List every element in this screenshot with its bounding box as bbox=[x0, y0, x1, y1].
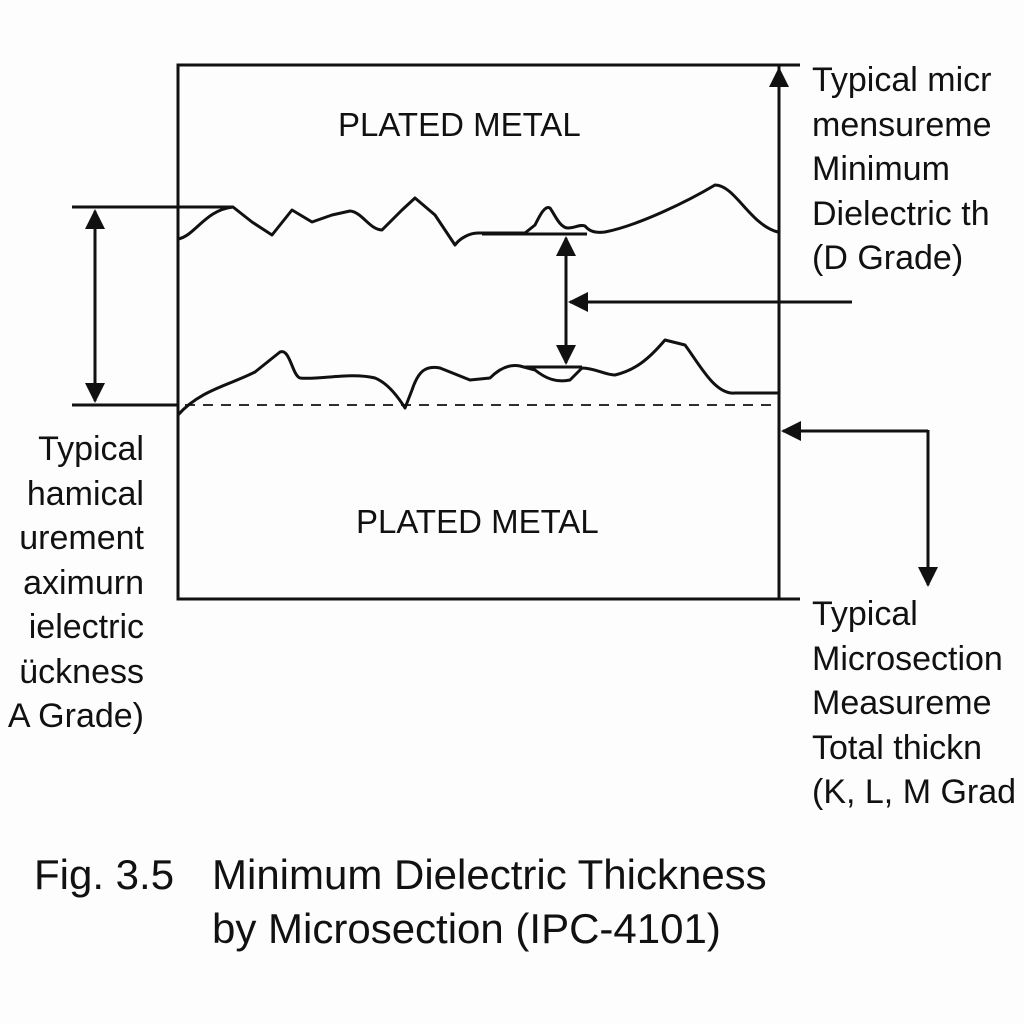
annotation-line: Typical bbox=[812, 595, 918, 633]
top-plated-metal-label: PLATED METAL bbox=[338, 106, 581, 143]
annotation-line: (D Grade) bbox=[812, 239, 964, 277]
total-thickness-annotation: Typical Microsection Measureme Total thi… bbox=[812, 592, 1016, 815]
annotation-line: Dielectric th bbox=[812, 194, 990, 233]
figure-caption: Fig. 3.5 Minimum Dielectric Thickness bbox=[34, 848, 767, 902]
lower-interface-profile bbox=[176, 338, 778, 416]
bottom-plated-metal-label: PLATED METAL bbox=[356, 503, 599, 540]
annotation-line: Measureme bbox=[812, 684, 992, 722]
annotation-line: aximurn bbox=[23, 563, 144, 602]
min-dielectric-annotation: Typical micr mensureme Minimum Dielectri… bbox=[812, 58, 992, 281]
max-dielectric-annotation: Typical hamical urement aximurn ielectri… bbox=[8, 427, 144, 739]
annotation-line: Typical bbox=[38, 430, 144, 468]
figure-number: Fig. 3.5 bbox=[34, 851, 175, 898]
annotation-line: Microsection bbox=[812, 639, 1003, 678]
annotation-line: urement bbox=[19, 519, 144, 557]
annotation-line: Total thickn bbox=[812, 728, 983, 767]
upper-interface-profile bbox=[177, 183, 779, 247]
annotation-line: (K, L, M Grad bbox=[812, 773, 1017, 811]
annotation-line: Minimum bbox=[812, 150, 950, 188]
annotation-line: hamical bbox=[26, 474, 144, 513]
caption-line-2: by Microsection (IPC-4101) bbox=[212, 905, 721, 952]
caption-line-1: Minimum Dielectric Thickness bbox=[212, 851, 767, 898]
annotation-line: ielectric bbox=[28, 608, 144, 646]
annotation-line: mensureme bbox=[812, 105, 992, 144]
figure-caption-continued: by Microsection (IPC-4101) bbox=[212, 902, 721, 956]
annotation-line: A Grade) bbox=[7, 697, 144, 735]
annotation-line: ückness bbox=[19, 652, 144, 691]
annotation-line: Typical micr bbox=[812, 61, 992, 99]
